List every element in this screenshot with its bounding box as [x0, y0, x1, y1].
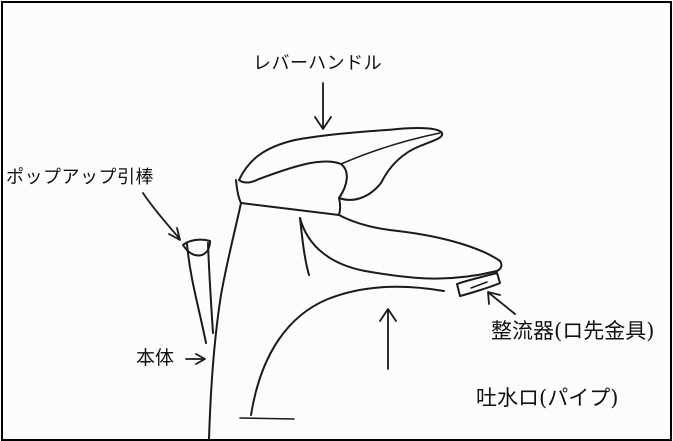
arrow-body-head — [195, 353, 206, 365]
arrow-popup — [142, 192, 180, 239]
arrow-popup-head — [168, 227, 181, 241]
lever-base — [235, 179, 342, 216]
spout-upper-surface — [338, 214, 503, 272]
aerator — [456, 272, 501, 297]
lever-inner-line — [340, 132, 441, 165]
base-line — [239, 417, 295, 420]
faucet-drawing — [142, 82, 516, 439]
lever-handle-label: レバーハンドル — [253, 53, 383, 74]
arrow-lever-head — [314, 116, 332, 130]
arrow-aerator-head — [487, 291, 501, 305]
popup-rod — [186, 243, 207, 344]
lever-handle — [238, 127, 444, 201]
spout-lower-surface — [299, 217, 498, 280]
arrow-spout-head — [379, 308, 397, 322]
aerator-label: 整流器(ロ先金具) — [491, 319, 655, 343]
popup-knob — [182, 238, 211, 257]
popup-rod-label: ポップアップ引棒 — [6, 167, 154, 188]
body-label: 本体 — [136, 347, 175, 369]
body-left-edge — [208, 202, 242, 439]
body-right-edge — [299, 217, 310, 276]
popup-rod-edge — [207, 242, 214, 334]
aerator-slot — [470, 281, 488, 289]
arrow-aerator — [488, 292, 516, 315]
spout-label: 吐水ロ(パイプ) — [476, 386, 619, 410]
spout-underside-curve — [250, 285, 445, 416]
